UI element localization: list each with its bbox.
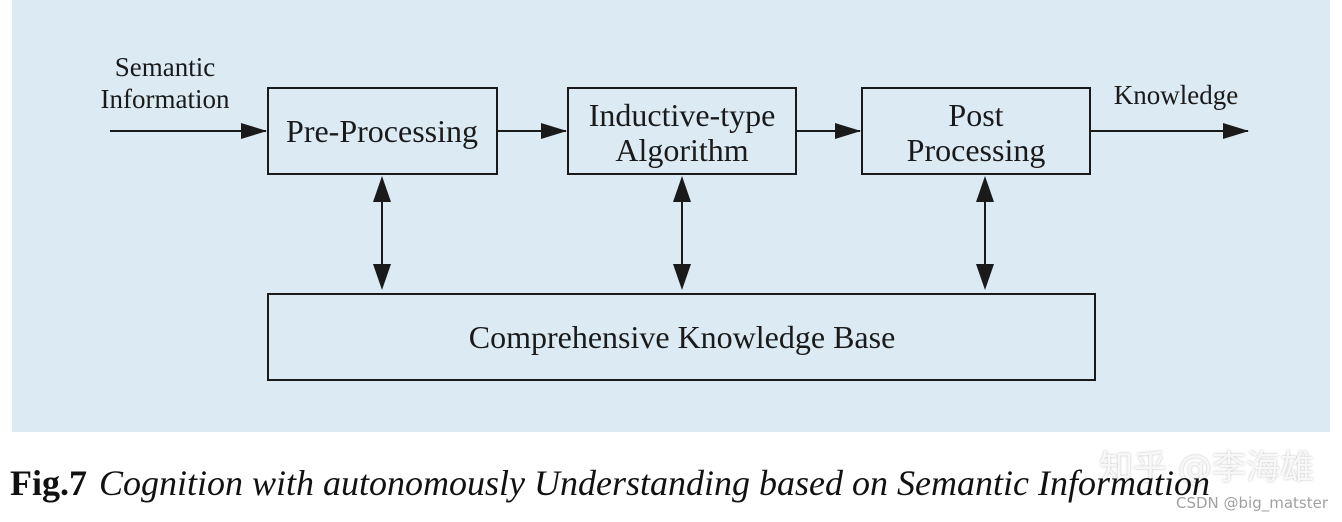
arrow-up-inductive — [673, 176, 691, 202]
post-label-line2: Processing — [907, 132, 1046, 168]
arrow-up-pre — [373, 176, 391, 202]
zhihu-watermark: 知乎 @李海雄 — [1099, 448, 1314, 488]
input-label-line1: Semantic — [115, 52, 215, 82]
arrow-down-pre — [373, 264, 391, 290]
inductive-label-line1: Inductive-type — [589, 97, 776, 133]
diagram-panel — [12, 0, 1330, 432]
inductive-label-line2: Algorithm — [615, 132, 748, 168]
flow-diagram: Semantic Information Pre-Processing Indu… — [101, 52, 1249, 381]
knowledge-base-label: Comprehensive Knowledge Base — [469, 319, 896, 355]
csdn-watermark: CSDN @big_matster — [1175, 494, 1328, 512]
output-label: Knowledge — [1114, 80, 1238, 110]
arrow-down-post — [976, 264, 994, 290]
figure-title: Cognition with autonomously Understandin… — [99, 463, 1210, 503]
input-label-line2: Information — [101, 84, 230, 114]
knowledge-base-box — [267, 293, 1096, 381]
figure-number: Fig.7 — [10, 463, 87, 503]
pre-processing-label: Pre-Processing — [286, 113, 478, 149]
figure-caption: Fig.7 Cognition with autonomously Underst… — [10, 462, 1340, 504]
arrow-up-post — [976, 176, 994, 202]
arrow-down-inductive — [673, 264, 691, 290]
post-label-line1: Post — [948, 97, 1003, 133]
